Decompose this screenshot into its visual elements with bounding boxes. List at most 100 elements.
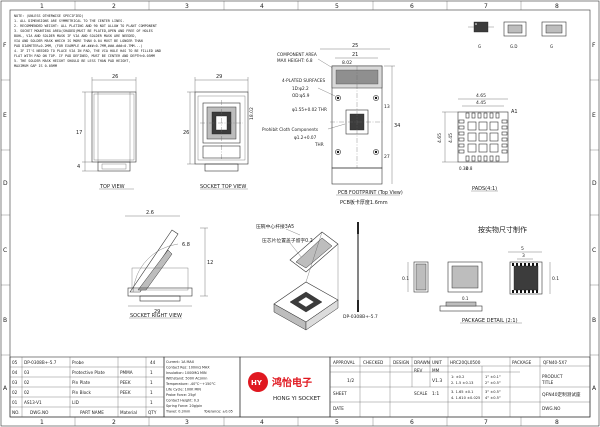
title-ang-4: 4° ±0.5° <box>485 396 501 400</box>
dim-pads-h2: 4.45 <box>448 133 454 143</box>
dim-pads-h1: 4.65 <box>437 133 443 143</box>
callout-press-2: 压芯片位置盖子留字0.2 <box>262 237 313 244</box>
pcb-max-height: MAX HEIGHT: 6.8 <box>277 58 313 63</box>
col-label: 8 <box>555 3 559 10</box>
note-line: MAXIMUM GAP IS 0.05MM <box>14 64 57 68</box>
dim-pcb-d1: 8.02 <box>342 60 352 66</box>
dim-socket-height: 26 <box>183 130 189 136</box>
col-label: 5 <box>335 3 339 10</box>
note-line: FLAT WITH PAD ON TOP. IF PAD DEFINED, MU… <box>14 54 155 58</box>
dim-right-top: 2.6 <box>146 210 154 216</box>
title-product-label: PRODUCT <box>542 374 563 379</box>
dim-pads-w1: 4.65 <box>476 93 486 99</box>
socket-top-view: 29 26 18.02 SOCKET TOP VIEW <box>183 74 255 190</box>
spec-row: Travel: 0.3mm <box>165 410 191 414</box>
logo-en: HONG YI SOCKET <box>273 396 321 402</box>
spec-row: Withstand: 500V AC/min <box>166 377 207 381</box>
part-no: 04 <box>12 370 18 375</box>
title-block: APPROVAL CHECKED DESIGN DRAWN UNIT REV M… <box>329 356 591 418</box>
title-scale-value: 1:1 <box>432 391 439 397</box>
spec-row: Contact Res: 100mΩ MAX <box>166 366 210 370</box>
title-date-label: DATE <box>333 406 344 411</box>
row-label: D <box>592 180 597 187</box>
col-label: 7 <box>484 419 488 426</box>
row-label: B <box>592 317 596 324</box>
dim-pkg-h2: 0.1 <box>402 276 409 282</box>
row-label: D <box>3 180 8 187</box>
spec-row: Insulation: 1000MΩ MIN <box>166 371 207 375</box>
pcb-hole-thr: φ1.55+0.02 THR <box>292 107 327 112</box>
callout-press-1: 压碗中心杆接3A5 <box>256 223 294 230</box>
dim-top-h2: 17 <box>76 130 82 136</box>
dim-socket-side: 18.02 <box>249 107 255 120</box>
title-rev-label: REV <box>414 368 423 373</box>
row-label: E <box>592 112 596 119</box>
col-label: 4 <box>260 419 264 426</box>
spec-row: Life Cycle: 100K MIN <box>166 388 201 392</box>
title-checked: CHECKED <box>363 360 383 365</box>
part-qty: 44 <box>150 360 156 365</box>
package-detail: 按实物尺寸制作 5 3 0.1 0.1 0.1 PACKAGE DETA <box>402 225 559 324</box>
pads-a1-label: A1 <box>511 109 518 115</box>
row-label: F <box>592 42 596 49</box>
col-label: 4 <box>260 3 264 10</box>
title-unit-label: UNIT <box>432 360 442 365</box>
part-dwg: AS13-V1 <box>24 400 42 405</box>
dim-socket-width: 29 <box>216 74 222 80</box>
title-ang-2: 2° ±0.5° <box>485 381 501 385</box>
part-name: Pin Plate <box>72 380 90 385</box>
part-dwg: 03 <box>24 370 30 375</box>
title-unit-value: MM <box>432 368 440 373</box>
note-line: NOTE: (UNLESS OTHERWISE SPECIFIED) <box>14 14 83 18</box>
notes-block: NOTE: (UNLESS OTHERWISE SPECIFIED) 1. AL… <box>14 14 161 68</box>
pcb-footprint: 21 25 8.02 8.02 COMPONENT AREA MAX HEIGH… <box>262 43 403 206</box>
view-label-pcb: PCB FOOTPRINT (Top View) <box>338 190 403 196</box>
note-line: VIA AND SOLDER MASK WHICH IS MORE THAN 0… <box>14 39 143 43</box>
part-dwg: 02 <box>24 380 30 385</box>
parts-header-dwg: DWG.NO <box>30 410 49 415</box>
pcb-thickness-label: PCB板卡厚度1.6mm <box>340 199 388 206</box>
pcb-thr: THR <box>314 142 324 147</box>
title-approval: APPROVAL <box>333 360 356 365</box>
title-tol-1: 1: ±0.2 <box>451 375 464 379</box>
part-name: Pin Block <box>72 390 91 395</box>
dim-right-d: 29 <box>154 309 160 315</box>
part-no: 02 <box>12 390 18 395</box>
pkg-mini-gd-label: G.D <box>510 44 517 49</box>
view-label-socket-right: SOCKET RIGHT VIEW <box>130 313 182 319</box>
dim-right-a: 6.8 <box>182 242 190 248</box>
title-title-label: TITLE <box>541 380 554 385</box>
dim-pkg-w2: 3 <box>522 253 525 259</box>
title-ang-3: 3° ±0.5° <box>485 390 501 394</box>
title-sheet-value: 1/2 <box>347 378 354 384</box>
dim-pcb-r4: 27 <box>384 154 390 160</box>
title-package-label: PACKAGE <box>512 360 532 365</box>
dim-right-c: 12 <box>207 260 213 266</box>
pcb-hole-id: 1D:φ2.2 <box>292 86 309 91</box>
part-material: PEEK <box>120 390 131 395</box>
package-detail-cn-title: 按实物尺寸制作 <box>478 225 527 234</box>
col-label: 8 <box>555 419 559 426</box>
dim-pcb-r3: 13 <box>384 104 390 110</box>
title-dwg-label: DWG.NO <box>542 406 561 411</box>
dim-pads-w3: 0.8 <box>466 166 473 171</box>
part-material: PEEK <box>120 380 131 385</box>
col-label: 2 <box>112 3 116 10</box>
pkg-mini-g-label: G <box>478 44 481 49</box>
parts-table: 05 DP-0308B+-5.7 Probe 44 04 03 Protecti… <box>9 356 165 418</box>
hy-logo-icon <box>248 372 268 392</box>
dim-pads-w2: 4.45 <box>476 100 486 106</box>
logo-cn: 鸿怡电子 <box>272 376 312 389</box>
title-design: DESIGN <box>393 360 409 365</box>
view-label-socket-top: SOCKET TOP VIEW <box>200 184 246 190</box>
note-line: 5. THE SOLDER MASK HEIGHT SHOULD BE LESS… <box>14 59 130 63</box>
pcb-prohibit: Prohibit Cloth Components <box>262 127 318 132</box>
part-name: Probe <box>72 360 84 365</box>
col-label: 7 <box>484 3 488 10</box>
spec-row: Spring Force: 20g/pin <box>166 404 202 408</box>
col-label: 6 <box>410 419 414 426</box>
view-label-top: TOP VIEW <box>99 184 125 190</box>
view-label-package-detail: PACKAGE DETAIL (2:1) <box>462 318 518 324</box>
